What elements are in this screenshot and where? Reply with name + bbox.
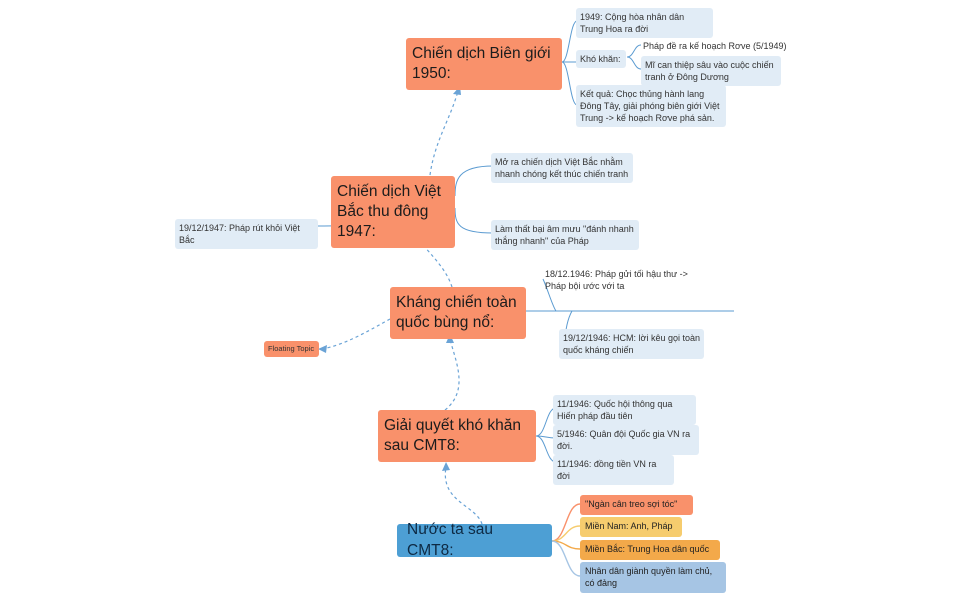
solve-child-2[interactable]: 5/1946: Quân đội Quốc gia VN ra đời. xyxy=(553,425,699,456)
root-topic-label: Nước ta sau CMT8: xyxy=(407,521,494,559)
root-child-1[interactable]: "Ngàn cân treo sợi tóc" xyxy=(580,495,693,515)
branch-root-child-2 xyxy=(551,525,581,542)
border-difficulty-2[interactable]: Mĩ can thiệp sâu vào cuộc chiến tranh ở … xyxy=(641,56,781,87)
relation-resist-to-floating xyxy=(321,318,391,350)
topic-border[interactable]: Chiến dịch Biên giới 1950: xyxy=(406,38,562,91)
vietbac-child-label: Mở ra chiến dịch Việt Bắc nhằm nhanh chó… xyxy=(495,157,629,180)
vietbac-child-label: Làm thất bại âm mưu "đánh nhanh thắng nh… xyxy=(495,224,634,247)
root-child-label: "Ngàn cân treo sợi tóc" xyxy=(585,499,678,509)
resist-child-1[interactable]: 18/12.1946: Pháp gửi tối hậu thư -> Pháp… xyxy=(543,267,693,293)
topic-resist[interactable]: Kháng chiến toàn quốc bùng nổ: xyxy=(390,287,526,340)
relation-solve-to-resist xyxy=(444,338,460,411)
solve-child-label: 11/1946: Quốc hội thông qua Hiến pháp đầ… xyxy=(557,399,673,422)
root-topic[interactable]: Nước ta sau CMT8: xyxy=(397,521,552,559)
border-child-label: Khó khăn: xyxy=(580,54,621,64)
branch-root-child-4 xyxy=(551,540,581,577)
topic-solve[interactable]: Giải quyết khó khăn sau CMT8: xyxy=(378,410,536,463)
topic-vietbac[interactable]: Chiến dịch Việt Bắc thu đông 1947: xyxy=(331,176,455,249)
floating-topic[interactable]: Floating Topic xyxy=(264,341,319,357)
relation-resist-to-vietbac xyxy=(409,228,453,288)
arrow-head xyxy=(318,345,327,353)
vietbac-left-child-label: 19/12/1947: Pháp rút khỏi Việt Bắc xyxy=(179,223,300,246)
solve-child-label: 11/1946: đồng tiền VN ra đời xyxy=(557,459,657,482)
root-child-2[interactable]: Miền Nam: Anh, Pháp xyxy=(580,517,682,537)
topic-resist-label: Kháng chiến toàn quốc bùng nổ: xyxy=(396,294,517,332)
topic-vietbac-label: Chiến dịch Việt Bắc thu đông 1947: xyxy=(337,183,441,241)
solve-child-3[interactable]: 11/1946: đồng tiền VN ra đời xyxy=(553,455,674,486)
border-difficulty-1[interactable]: Pháp đề ra kế hoạch Rơve (5/1949) xyxy=(641,39,801,53)
solve-child-label: 5/1946: Quân đội Quốc gia VN ra đời. xyxy=(557,429,691,452)
border-difficulty-label: Pháp đề ra kế hoạch Rơve (5/1949) xyxy=(643,41,787,51)
vietbac-child-2[interactable]: Làm thất bại âm mưu "đánh nhanh thắng nh… xyxy=(491,220,639,251)
border-difficulty-label: Mĩ can thiệp sâu vào cuộc chiến tranh ở … xyxy=(645,60,774,83)
floating-topic-label: Floating Topic xyxy=(268,344,315,353)
root-child-label: Miền Bắc: Trung Hoa dân quốc xyxy=(585,544,710,554)
topic-solve-label: Giải quyết khó khăn sau CMT8: xyxy=(384,417,522,455)
vietbac-child-1[interactable]: Mở ra chiến dịch Việt Bắc nhằm nhanh chó… xyxy=(491,153,633,184)
resist-child-label: 18/12.1946: Pháp gửi tối hậu thư -> Pháp… xyxy=(545,269,688,292)
resist-child-2[interactable]: 19/12/1946: HCM: lời kêu gọi toàn quốc k… xyxy=(559,329,704,360)
solve-child-1[interactable]: 11/1946: Quốc hội thông qua Hiến pháp đầ… xyxy=(553,395,696,426)
border-child-2[interactable]: Khó khăn: xyxy=(576,50,626,69)
root-child-label: Nhân dân giành quyền làm chủ, có đảng xyxy=(585,566,713,588)
border-child-label: 1949: Cộng hòa nhân dân Trung Hoa ra đời xyxy=(580,12,685,35)
border-child-3[interactable]: Kết quả: Chọc thủng hành lang Đông Tây, … xyxy=(576,85,726,128)
border-child-label: Kết quả: Chọc thủng hành lang Đông Tây, … xyxy=(580,89,720,124)
branch-root-child-1 xyxy=(551,503,581,542)
root-child-3[interactable]: Miền Bắc: Trung Hoa dân quốc xyxy=(580,540,720,560)
border-child-1[interactable]: 1949: Cộng hòa nhân dân Trung Hoa ra đời xyxy=(576,8,713,39)
root-child-label: Miền Nam: Anh, Pháp xyxy=(585,521,673,531)
arrow-head xyxy=(442,462,450,471)
root-child-4[interactable]: Nhân dân giành quyền làm chủ, có đảng xyxy=(580,562,726,594)
resist-child-label: 19/12/1946: HCM: lời kêu gọi toàn quốc k… xyxy=(563,333,700,356)
relation-root-to-solve xyxy=(444,466,483,525)
topic-border-label: Chiến dịch Biên giới 1950: xyxy=(412,45,551,83)
relation-vietbac-to-border xyxy=(429,90,459,176)
vietbac-left-child[interactable]: 19/12/1947: Pháp rút khỏi Việt Bắc xyxy=(175,219,318,250)
